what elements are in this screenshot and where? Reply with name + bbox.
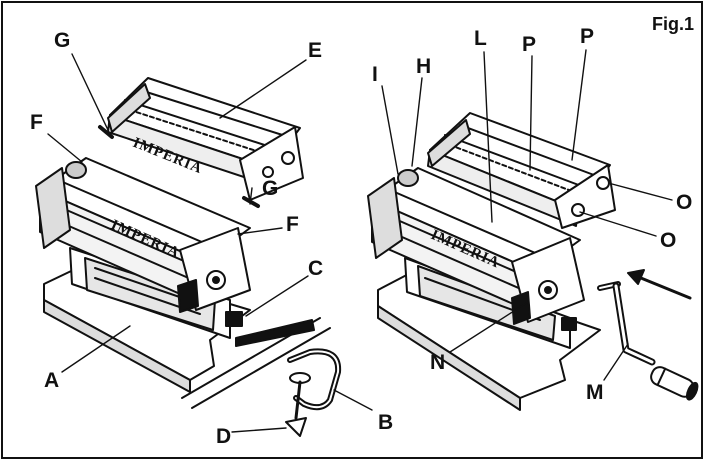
crank-handle — [597, 269, 699, 401]
cutter-attachment-right — [427, 112, 616, 229]
callout-b: B — [378, 411, 394, 434]
callout-a: A — [44, 369, 60, 392]
callout-m: M — [586, 381, 604, 404]
callout-f-right: F — [286, 213, 299, 236]
table-clamp — [285, 348, 342, 437]
callout-p-2: P — [580, 25, 595, 48]
machine-body-left — [35, 157, 331, 409]
callout-e: E — [308, 39, 323, 62]
callout-o-2: O — [660, 229, 677, 252]
callout-g-bottom: G — [262, 177, 279, 200]
callout-h: H — [416, 55, 432, 78]
machine-body-right — [367, 167, 601, 411]
callout-i: I — [372, 63, 378, 86]
callout-o-1: O — [676, 191, 693, 214]
callout-g-top: G — [54, 29, 71, 52]
cutter-attachment-left — [98, 77, 304, 208]
callout-l: L — [474, 27, 487, 50]
leader-lines — [47, 49, 673, 433]
figure-title: Fig.1 — [651, 14, 694, 34]
callout-f-left: F — [30, 111, 43, 134]
callout-c: C — [308, 257, 324, 280]
callout-d: D — [216, 425, 232, 448]
callout-p-1: P — [522, 33, 537, 56]
callout-n: N — [430, 351, 446, 374]
